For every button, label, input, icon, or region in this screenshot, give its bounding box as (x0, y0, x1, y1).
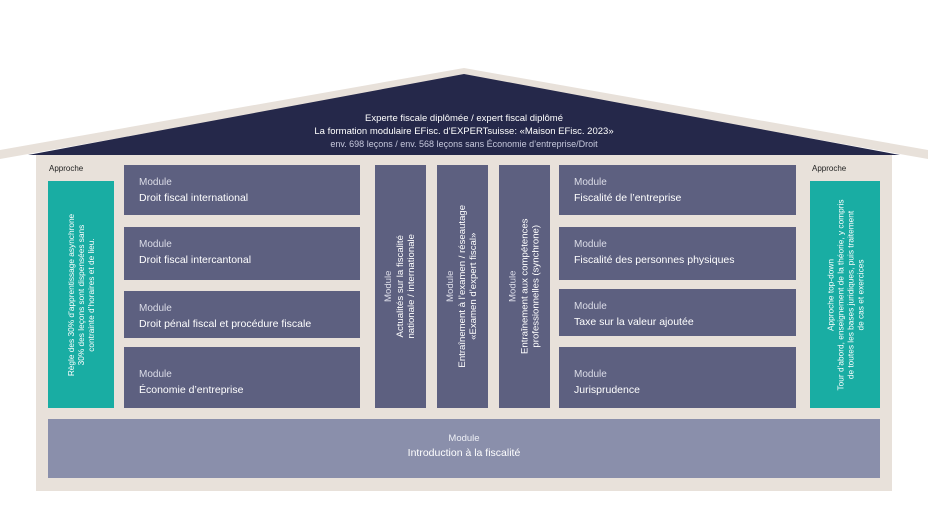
vertical-module-text: Module Entraînement à l’examen / réseaut… (445, 205, 480, 368)
module-name: Fiscalité des personnes physiques (574, 254, 735, 266)
roof-subtitle: La formation modulaire EFisc. d’EXPERTsu… (314, 126, 614, 137)
module-name-line2: nationale / internationale (406, 234, 418, 339)
left-approach-label: Approche (49, 164, 84, 173)
module-name: Droit fiscal intercantonal (139, 254, 252, 266)
roof-lessons: env. 698 leçons / env. 568 leçons sans É… (330, 139, 598, 149)
module-name: Fiscalité de l’entreprise (574, 192, 682, 204)
module-name-line1: Entraînement à l’examen / réseautage (456, 205, 468, 368)
module-name-line1: Entraînement aux compétences (518, 218, 530, 355)
right-approach-text: Approche top-down Tour d’abord, enseigne… (825, 199, 865, 390)
left-approach-column: Règle des 30% d’apprentissage asynchrone… (48, 181, 114, 408)
right-approach-line2: de toutes les bases juridiques, puis tra… (845, 210, 855, 379)
module-kicker: Module (139, 303, 172, 314)
module-name: Taxe sur la valeur ajoutée (574, 316, 694, 328)
module-introduction-fiscalite: Module Introduction à la fiscalité (48, 419, 880, 478)
module-name: Jurisprudence (574, 384, 640, 396)
module-kicker: Module (574, 369, 607, 380)
left-approach-line1: 30% des leçons sont dispensées sans (76, 224, 87, 365)
module-actualites-fiscalite: Module Actualités sur la fiscalité natio… (375, 165, 426, 408)
module-name-line2: professionnelles (synchrone) (530, 225, 542, 348)
module-droit-fiscal-intercantonal: Module Droit fiscal intercantonal (124, 227, 360, 280)
left-approach-title: Règle des 30% d’apprentissage asynchrone (66, 213, 77, 376)
right-approach-title: Approche top-down (825, 258, 835, 331)
module-economie-entreprise: Module Économie d’entreprise (124, 347, 360, 408)
module-name: Droit pénal fiscal et procédure fiscale (139, 318, 312, 330)
left-approach-line2: contrainte d’horaires et de lieu. (86, 237, 97, 352)
left-approach-text: Règle des 30% d’apprentissage asynchrone… (66, 213, 96, 375)
right-approach-column: Approche top-down Tour d’abord, enseigne… (810, 181, 880, 408)
module-kicker: Module (139, 177, 172, 188)
module-kicker: Module (574, 301, 607, 312)
module-droit-fiscal-international: Module Droit fiscal international (124, 165, 360, 215)
module-kicker: Module (139, 369, 172, 380)
right-approach-line3: de cas et exercices (855, 258, 865, 331)
module-name-line2: «Examen d’expert fiscal» (468, 232, 480, 341)
module-name: Introduction à la fiscalité (407, 447, 521, 459)
module-fiscalite-personnes-physiques: Module Fiscalité des personnes physiques (559, 227, 796, 280)
vertical-module-text: Module Entraînement aux compétences prof… (507, 219, 542, 354)
module-kicker: Module (383, 270, 395, 303)
module-entrainement-examen: Module Entraînement à l’examen / réseaut… (437, 165, 488, 408)
right-approach-label: Approche (812, 164, 847, 173)
module-jurisprudence: Module Jurisprudence (559, 347, 796, 408)
roof-title: Experte fiscale diplômée / expert fiscal… (364, 113, 563, 124)
vertical-module-text: Module Actualités sur la fiscalité natio… (383, 234, 418, 339)
right-approach-line1: Tour d’abord, enseignement de la théorie… (835, 199, 845, 390)
module-kicker: Module (574, 177, 607, 188)
module-name: Droit fiscal international (139, 192, 249, 204)
module-droit-penal-fiscal: Module Droit pénal fiscal et procédure f… (124, 291, 360, 338)
module-kicker: Module (445, 270, 457, 303)
roof-shape (28, 74, 900, 155)
module-fiscalite-entreprise: Module Fiscalité de l’entreprise (559, 165, 796, 215)
module-kicker: Module (139, 239, 172, 250)
module-competences-professionnelles: Module Entraînement aux compétences prof… (499, 165, 550, 408)
module-kicker: Module (448, 433, 480, 444)
module-name: Économie d’entreprise (139, 384, 244, 396)
module-tva: Module Taxe sur la valeur ajoutée (559, 289, 796, 336)
module-kicker: Module (507, 270, 519, 303)
module-name-line1: Actualités sur la fiscalité (394, 235, 406, 338)
module-kicker: Module (574, 239, 607, 250)
